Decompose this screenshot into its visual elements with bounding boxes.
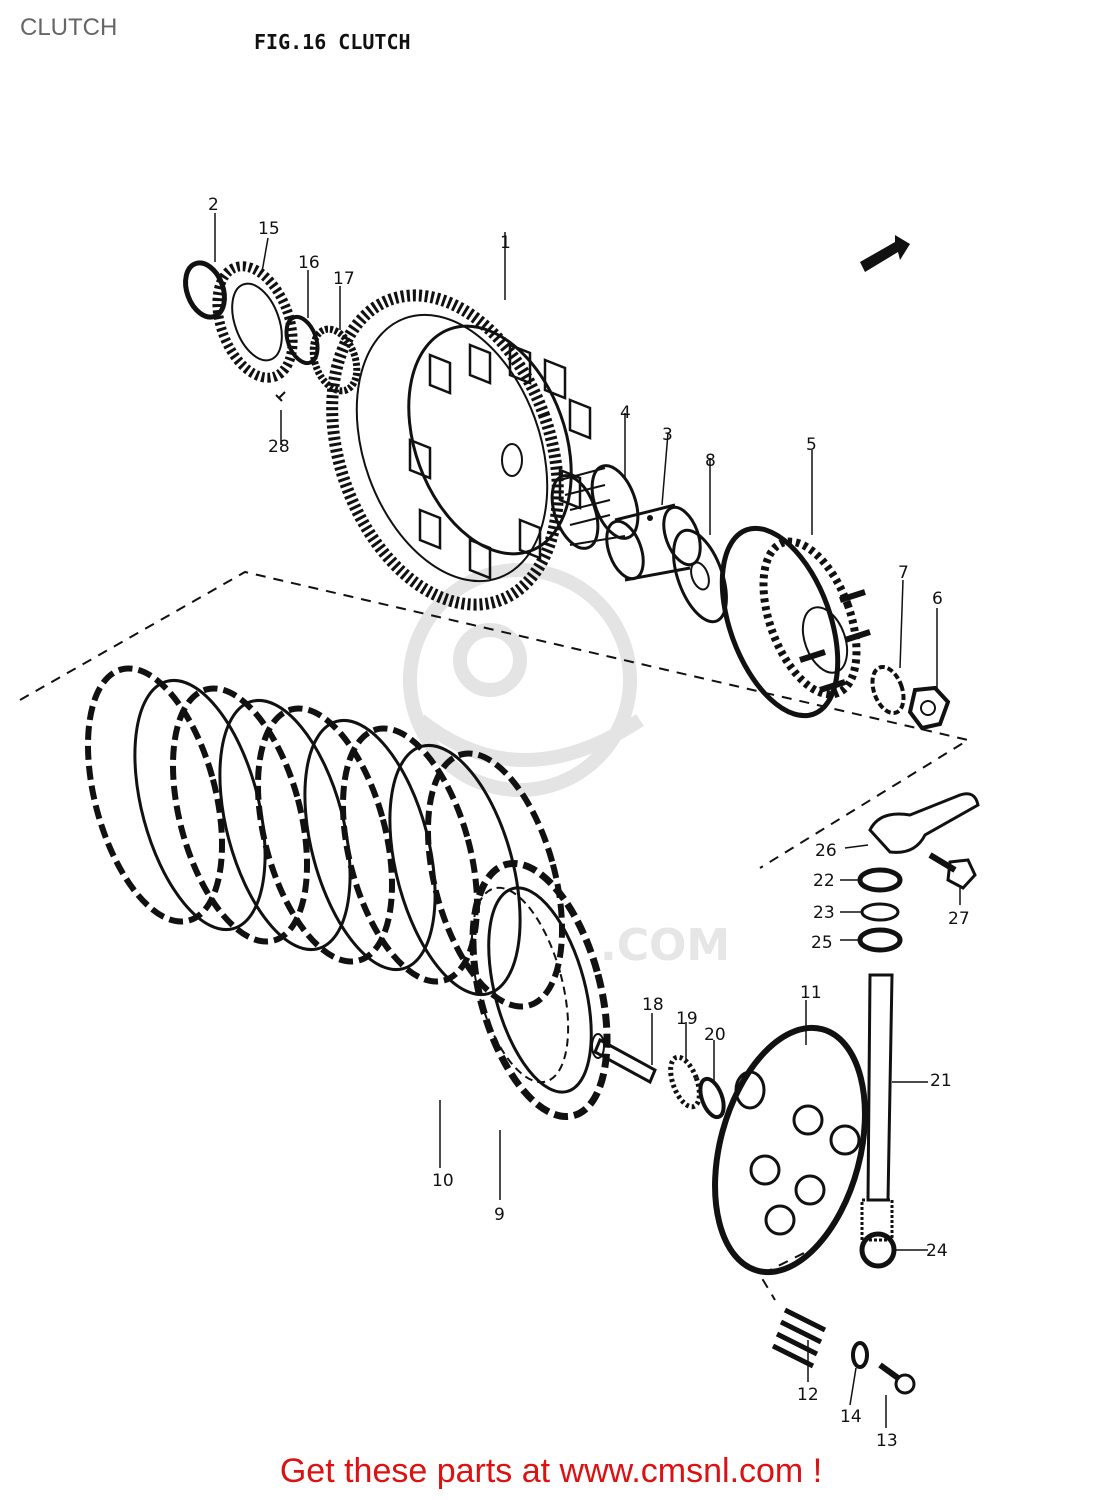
part-17-bearing: [309, 325, 361, 395]
assembly-outline: [19, 570, 971, 869]
part-3-sleeve-hub: [605, 503, 702, 582]
leader-lines: [214, 213, 961, 1428]
label-part-15: 15: [258, 219, 280, 239]
label-part-14: 14: [840, 1407, 862, 1427]
label-part-12: 12: [797, 1385, 819, 1405]
page-title: CLUTCH: [20, 14, 118, 41]
part-22-oil-seal: [857, 867, 903, 893]
label-part-27: 27: [948, 909, 970, 929]
label-part-7: 7: [898, 563, 909, 583]
label-part-10: 10: [432, 1171, 454, 1191]
part-25-bearing: [857, 927, 903, 953]
assembly-outline-lower: [758, 1244, 821, 1301]
part-24-needle-bearing: [859, 1231, 897, 1269]
figure-title: FIG.16 CLUTCH: [254, 30, 411, 54]
watermark-text: .COM: [600, 920, 730, 971]
get-parts-link[interactable]: Get these parts at www.cmsnl.com !: [279, 1452, 823, 1490]
label-part-4: 4: [620, 403, 631, 423]
part-4-needle-bearing: [550, 464, 640, 550]
front-arrow-icon: [860, 235, 910, 272]
part-11-pressure-plate: [712, 1024, 868, 1276]
label-part-23: 23: [813, 903, 835, 923]
part-14-washer: [851, 1341, 869, 1369]
label-part-19: 19: [676, 1009, 698, 1029]
label-part-17: 17: [333, 269, 355, 289]
part-labels: 2 15 16 17 1 28 4 3 8 5 7 6 26 22 23 25 …: [208, 195, 970, 1450]
label-part-9: 9: [494, 1205, 505, 1225]
part-27-bolt: [928, 852, 977, 890]
part-1-clutch-housing: [326, 289, 592, 611]
label-part-22: 22: [813, 871, 835, 891]
label-part-13: 13: [876, 1431, 898, 1450]
part-16-spacer: [284, 314, 320, 366]
label-part-28: 28: [268, 437, 290, 457]
part-28-pin: [275, 391, 286, 402]
part-23-o-ring: [860, 902, 900, 922]
label-part-24: 24: [926, 1241, 948, 1261]
label-part-5: 5: [806, 435, 817, 455]
label-part-26: 26: [815, 841, 837, 861]
part-26-release-lever: [868, 792, 980, 854]
label-part-6: 6: [932, 589, 943, 609]
clutch-exploded-diagram: .COM: [19, 195, 980, 1450]
label-part-18: 18: [642, 995, 664, 1015]
label-part-20: 20: [704, 1025, 726, 1045]
label-part-21: 21: [930, 1071, 952, 1091]
clutch-plate-stack: [84, 665, 611, 1121]
part-12-clutch-spring: [771, 1307, 827, 1369]
part-15-sprocket: [212, 261, 298, 383]
part-2-washer: [183, 260, 227, 320]
part-20-washer: [698, 1076, 726, 1120]
label-part-2: 2: [208, 195, 219, 215]
part-7-lock-washer: [870, 664, 906, 716]
part-18-push-rod: [591, 1033, 657, 1085]
label-part-3: 3: [662, 425, 673, 445]
part-13-bolt: [878, 1362, 916, 1395]
part-6-nut: [907, 685, 951, 731]
label-part-16: 16: [298, 253, 320, 273]
label-part-8: 8: [705, 451, 716, 471]
part-19-thrust-bearing: [668, 1054, 702, 1110]
label-part-1: 1: [500, 233, 511, 253]
watermark-logo: .COM: [403, 563, 730, 971]
label-part-11: 11: [800, 983, 822, 1003]
part-5-clutch-hub: [719, 525, 871, 719]
label-part-25: 25: [811, 933, 833, 953]
